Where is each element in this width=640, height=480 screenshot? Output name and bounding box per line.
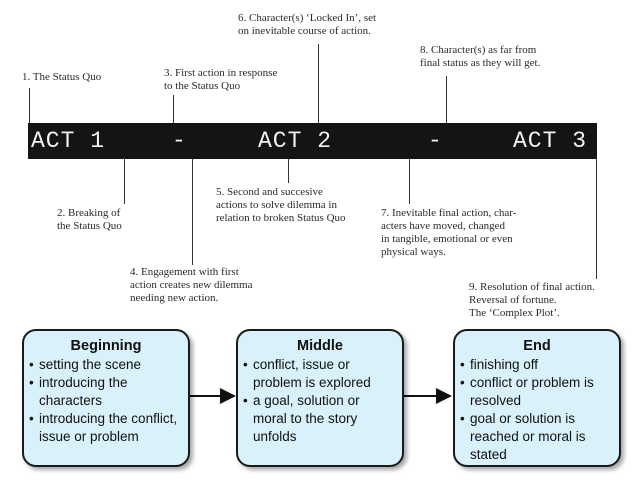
middle-box: Middle conflict, issue or problem is exp… [236, 329, 404, 467]
list-item: conflict, issue or problem is explored [243, 356, 396, 392]
annotation-3-first-action: 3. First action in response to the Statu… [164, 67, 278, 92]
connector-line-6 [318, 44, 319, 123]
annotation-6-locked-in: 6. Character(s) ‘Locked In’, set on inev… [238, 12, 377, 37]
connector-line-9 [596, 159, 597, 279]
beginning-list: setting the scene introducing the charac… [24, 356, 188, 446]
act-3-label: ACT 3 [513, 128, 588, 154]
annotation-8-far-from-final: 8. Character(s) as far from final status… [420, 44, 541, 69]
annotation-5-second-actions: 5. Second and succesive actions to solve… [216, 186, 346, 224]
act-bar [28, 123, 597, 159]
middle-title: Middle [297, 338, 343, 354]
annotation-4-engagement: 4. Engagement with first action creates … [130, 266, 253, 304]
middle-list: conflict, issue or problem is explored a… [238, 356, 402, 446]
annotation-2-breaking: 2. Breaking of the Status Quo [57, 207, 122, 232]
connector-line-7 [409, 159, 410, 204]
list-item: a goal, solution or moral to the story u… [243, 392, 396, 446]
connector-line-2 [124, 159, 125, 204]
list-item: finishing off [460, 356, 613, 374]
list-item: goal or solution is reached or moral is … [460, 410, 613, 464]
act-2-label: ACT 2 [258, 128, 333, 154]
annotation-7-inevitable-action: 7. Inevitable final action, char- acters… [381, 207, 517, 258]
list-item: introducing the characters [29, 374, 182, 410]
connector-line-8 [446, 76, 447, 123]
connector-line-1 [29, 88, 30, 123]
annotation-1-status-quo: 1. The Status Quo [22, 71, 102, 83]
act-separator-2: - [428, 128, 443, 154]
annotation-9-resolution: 9. Resolution of final action. Reversal … [469, 281, 595, 319]
act-1-label: ACT 1 [31, 128, 106, 154]
end-list: finishing off conflict or problem is res… [455, 356, 619, 464]
list-item: setting the scene [29, 356, 182, 374]
connector-line-5 [288, 159, 289, 183]
list-item: conflict or problem is resolved [460, 374, 613, 410]
connector-line-3 [173, 95, 174, 123]
act-separator-1: - [172, 128, 187, 154]
end-box: End finishing off conflict or problem is… [453, 329, 621, 467]
beginning-box: Beginning setting the scene introducing … [22, 329, 190, 467]
list-item: introducing the conflict, issue or probl… [29, 410, 182, 446]
beginning-title: Beginning [70, 338, 142, 354]
connector-line-4 [192, 159, 193, 265]
end-title: End [523, 338, 551, 354]
